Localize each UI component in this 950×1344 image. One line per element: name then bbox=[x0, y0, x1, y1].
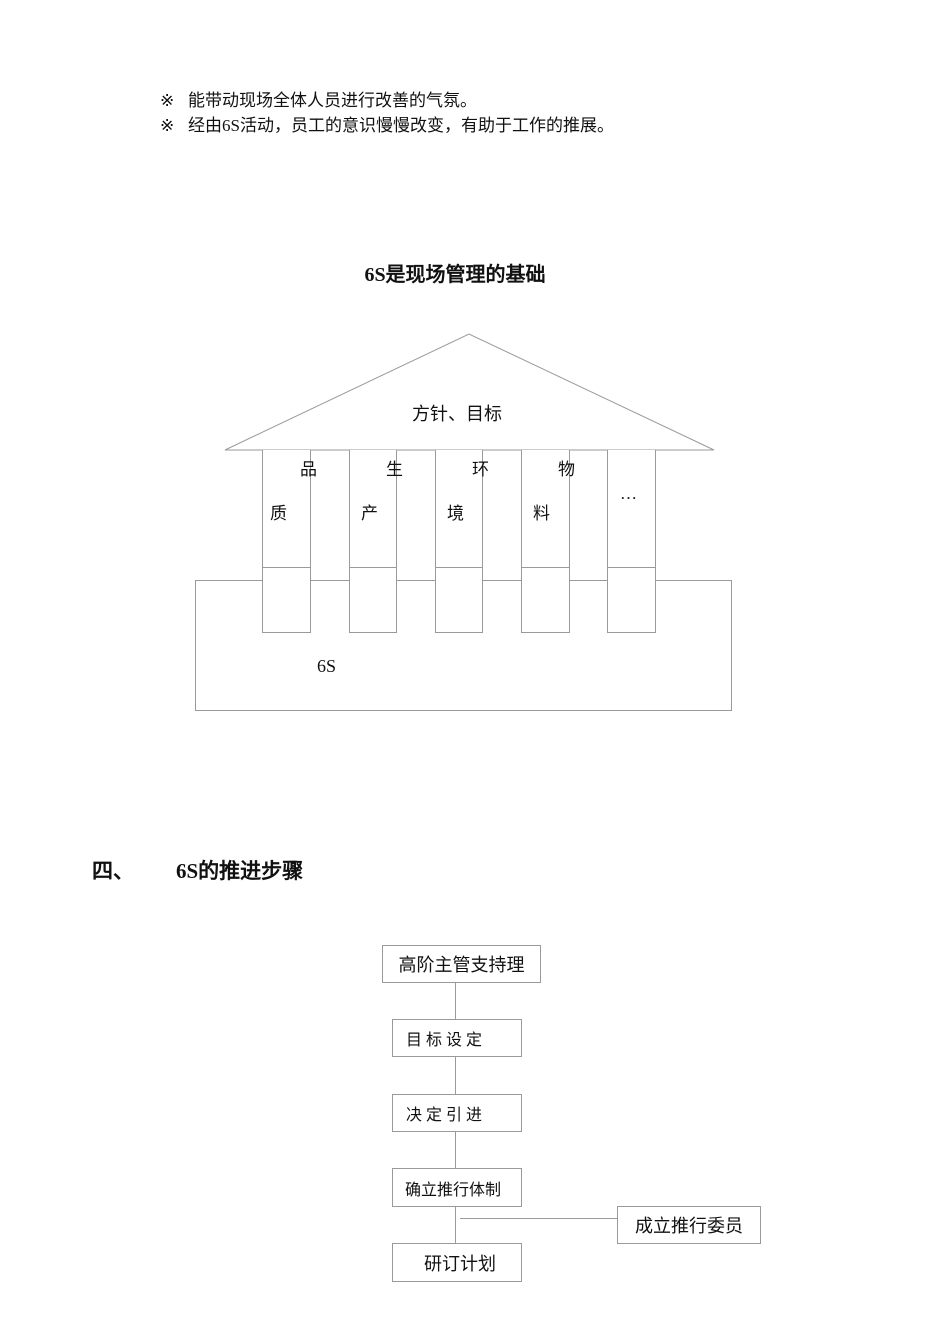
flow-step-label: 决 定 引 进 bbox=[406, 1107, 483, 1124]
pillar-label-bottom: 产 bbox=[361, 504, 378, 523]
pillar-production bbox=[349, 450, 397, 568]
pillar-label-bottom: 质 bbox=[270, 504, 287, 523]
flow-step-5: 研订计划 bbox=[392, 1243, 522, 1282]
pillar-label-top: 品 bbox=[300, 460, 317, 479]
flow-step-4: 确立推行体制 bbox=[392, 1168, 522, 1207]
roof-triangle bbox=[224, 333, 715, 451]
flow-step-label: 研订计划 bbox=[424, 1253, 496, 1274]
reference-mark: ※ bbox=[160, 91, 175, 110]
bullet-text: 经由6S活动，员工的意识慢慢改变，有助于工作的推展。 bbox=[188, 116, 614, 135]
pillar-material-footing bbox=[521, 567, 570, 633]
pillar-label-bottom: 料 bbox=[533, 504, 550, 523]
pillar-label-top: … bbox=[620, 484, 637, 503]
pillar-label-top: 生 bbox=[386, 460, 403, 479]
pillar-material bbox=[521, 450, 570, 568]
flow-step-1: 高阶主管支持理 bbox=[382, 945, 541, 983]
pillar-quality bbox=[262, 450, 311, 568]
reference-mark: ※ bbox=[160, 116, 175, 135]
flow-side-label: 成立推行委员 bbox=[635, 1216, 743, 1236]
base-label: 6S bbox=[317, 656, 337, 676]
flow-connector bbox=[455, 1056, 456, 1095]
bullet-line-2: ※ 经由6S活动，员工的意识慢慢改变，有助于工作的推展。 bbox=[160, 115, 614, 137]
section-title: 6S的推进步骤 bbox=[176, 859, 304, 883]
pillar-more-footing bbox=[607, 567, 656, 633]
section-heading: 四、 6S的推进步骤 bbox=[92, 855, 303, 885]
flow-connector bbox=[455, 1131, 456, 1169]
pillar-more bbox=[607, 450, 656, 568]
pillar-label-bottom: 境 bbox=[447, 504, 464, 523]
flow-step-3: 决 定 引 进 bbox=[392, 1094, 522, 1132]
flow-step-2: 目 标 设 定 bbox=[392, 1019, 522, 1057]
flow-step-label: 高阶主管支持理 bbox=[398, 955, 525, 975]
pillar-quality-footing bbox=[262, 567, 311, 633]
pillar-production-footing bbox=[349, 567, 397, 633]
flow-branch-connector bbox=[460, 1218, 618, 1219]
roof-label: 方针、目标 bbox=[412, 404, 502, 424]
flow-connector bbox=[455, 982, 456, 1020]
diagram-title: 6S是现场管理的基础 bbox=[364, 264, 546, 286]
bullet-line-1: ※ 能带动现场全体人员进行改善的气氛。 bbox=[160, 90, 477, 112]
flow-step-label: 确立推行体制 bbox=[405, 1181, 502, 1199]
flow-connector bbox=[455, 1206, 456, 1244]
pillar-label-top: 物 bbox=[558, 460, 575, 479]
pillar-environment-footing bbox=[435, 567, 483, 633]
bullet-text: 能带动现场全体人员进行改善的气氛。 bbox=[188, 91, 477, 110]
pillar-label-top: 环 bbox=[472, 460, 489, 479]
flow-step-label: 目 标 设 定 bbox=[406, 1032, 483, 1049]
section-number: 四、 bbox=[92, 859, 134, 883]
flow-side-box: 成立推行委员 bbox=[617, 1206, 761, 1244]
